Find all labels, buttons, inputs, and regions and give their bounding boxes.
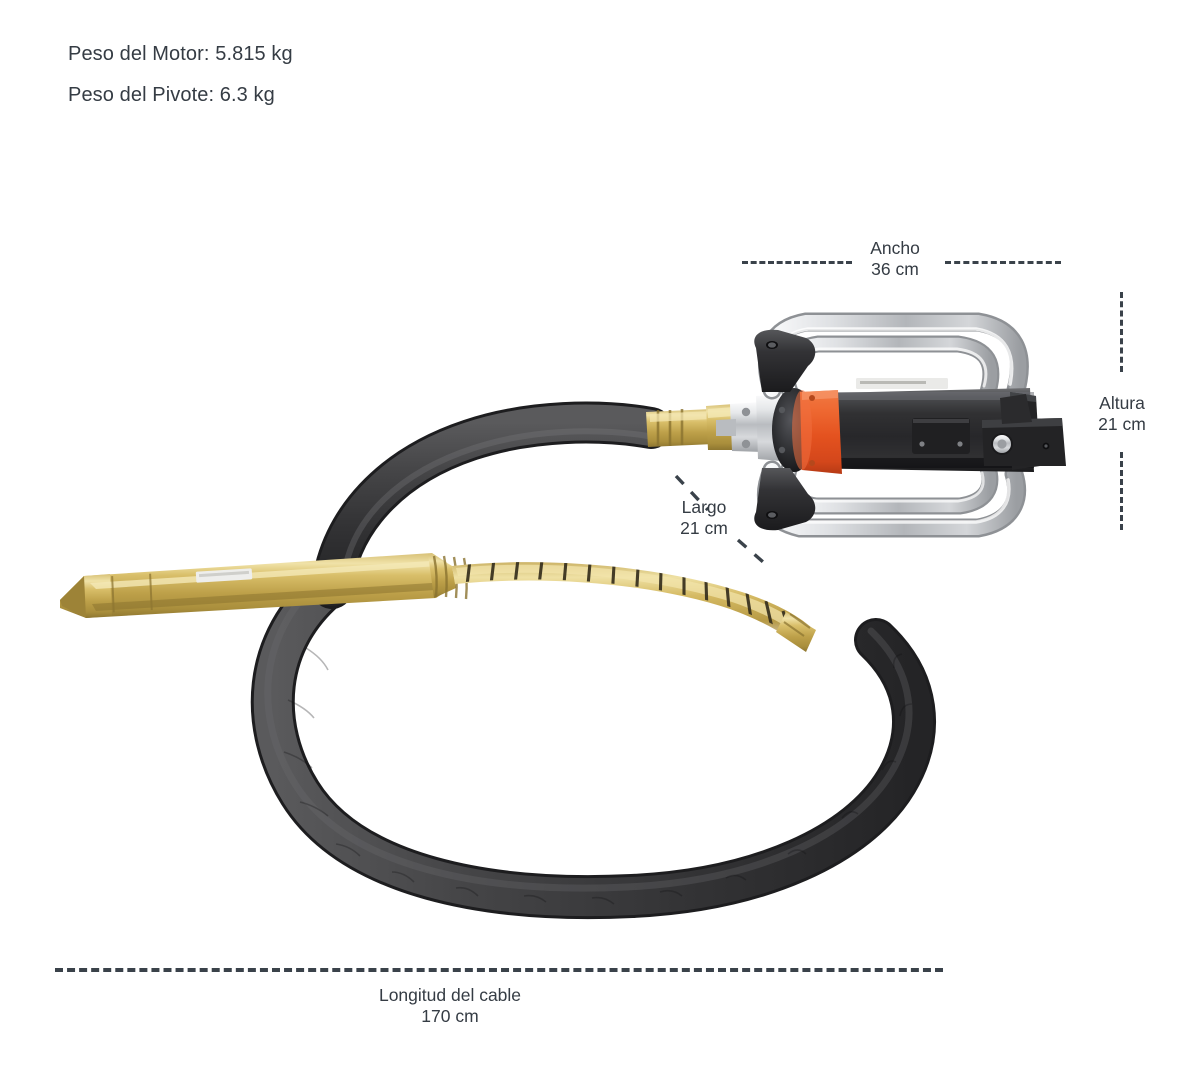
length-dash-lines xyxy=(660,468,790,570)
width-dash-left xyxy=(742,261,852,264)
hose-upper-run xyxy=(311,401,672,609)
length-dimension-label: Largo 21 cm xyxy=(648,497,760,539)
cable-label-text: Longitud del cable xyxy=(378,985,522,1005)
width-dimension-label: Ancho 36 cm xyxy=(830,238,960,280)
hex-bolt xyxy=(991,433,1013,455)
length-label-value: 21 cm xyxy=(680,518,728,538)
length-label-text: Largo xyxy=(681,497,727,517)
motor-weight-spec: Peso del Motor: 5.815 kg xyxy=(68,43,293,65)
cable-length-dash xyxy=(55,968,943,972)
width-dash-right xyxy=(945,261,1061,264)
handle-lower-inner xyxy=(778,457,999,515)
width-label-text: Ancho xyxy=(870,238,920,258)
height-label-value: 21 cm xyxy=(1098,414,1146,434)
access-panel xyxy=(912,418,970,454)
cable-length-label: Longitud del cable 170 cm xyxy=(300,985,600,1027)
height-dash-top xyxy=(1120,292,1123,372)
vibrator-poker xyxy=(60,553,468,618)
handle-mount-lower xyxy=(754,468,816,531)
cable-label-value: 170 cm xyxy=(421,1006,479,1026)
mounting-bracket xyxy=(982,394,1066,466)
brass-spring-section xyxy=(452,562,816,652)
flexible-hose xyxy=(250,563,936,920)
height-dimension-label: Altura 21 cm xyxy=(1068,393,1176,435)
hose-texture xyxy=(283,647,913,905)
width-label-value: 36 cm xyxy=(871,259,919,279)
motor-housing xyxy=(772,378,1040,474)
handle-mount-upper xyxy=(754,329,816,392)
height-label-text: Altura xyxy=(1099,393,1145,413)
pivot-weight-spec: Peso del Pivote: 6.3 kg xyxy=(68,84,275,106)
height-dash-bottom xyxy=(1120,452,1123,530)
